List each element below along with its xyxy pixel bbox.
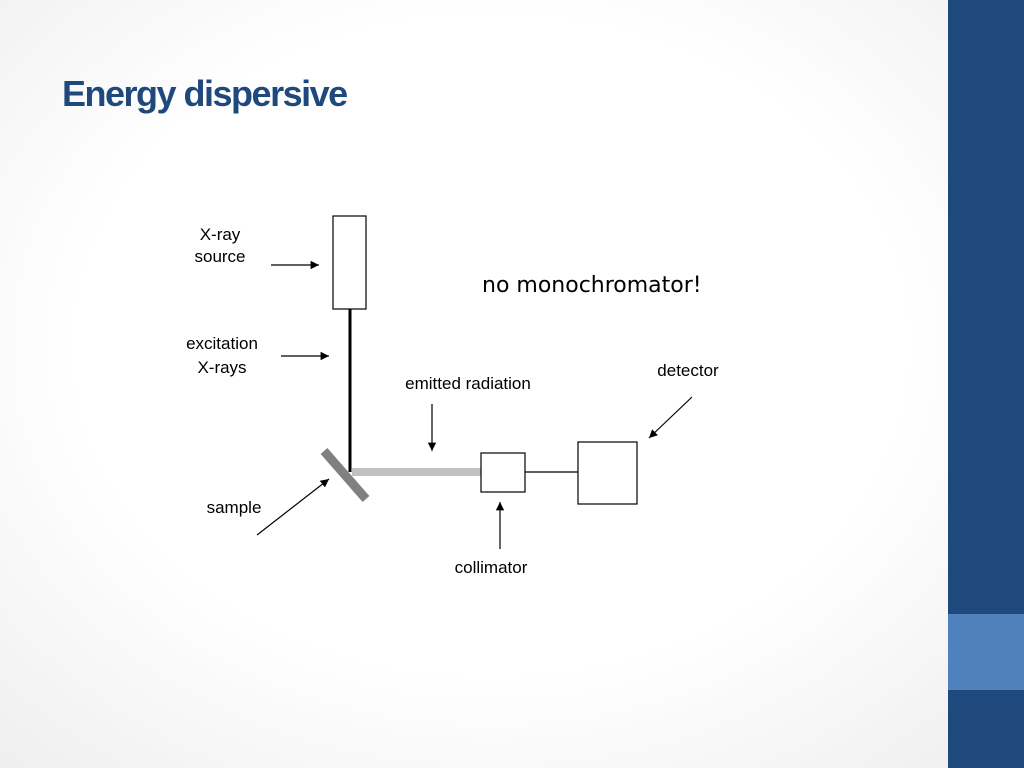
xray-source-box [332,215,367,310]
emitted-radiation-label: emitted radiation [405,374,531,393]
no-monochromator-note: no monochromator! [482,273,702,298]
sample-plate [320,448,370,502]
detector-label: detector [657,361,719,380]
xray-source-label-line2: source [194,247,245,266]
excitation-label-line2: X-rays [197,358,246,377]
detector-arrow [648,396,693,439]
collimator-box [480,452,526,493]
collimator-label: collimator [455,558,528,577]
energy-dispersive-diagram: X-ray source excitation X-rays sample em… [186,215,719,577]
detector-box [577,441,638,505]
sample-label: sample [207,498,262,517]
sample-arrow [256,478,330,536]
xray-source-label-line1: X-ray [200,225,241,244]
slide-title: Energy dispersive [62,73,348,114]
excitation-label-line1: excitation [186,334,258,353]
sidebar-accent-block [948,614,1024,690]
